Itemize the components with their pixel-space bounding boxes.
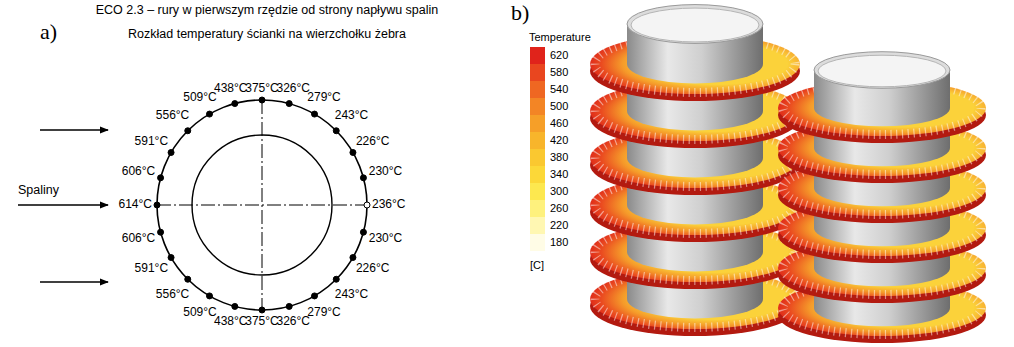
measure-point (232, 101, 238, 107)
temperature-value: 226°C (356, 262, 390, 275)
temperature-value: 438°C (214, 82, 248, 95)
measure-point (168, 255, 174, 261)
tube (778, 52, 986, 343)
temperature-value: 279°C (307, 91, 341, 104)
measure-point (232, 303, 238, 309)
measure-point (158, 229, 164, 235)
measure-point (364, 202, 370, 208)
colorbar-swatch (530, 115, 545, 132)
tube-bore (631, 8, 759, 42)
temperature-value: 556°C (156, 288, 190, 301)
colorbar-tick: 540 (550, 83, 568, 95)
tube-circle (192, 135, 332, 275)
temperature-value: 243°C (335, 109, 369, 122)
temperature-value: 243°C (335, 288, 369, 301)
colorbar-tick: 180 (550, 236, 568, 248)
colorbar-tick: 620 (550, 49, 568, 61)
figure-title: ECO 2.3 – rury w pierwszym rzędzie od st… (96, 4, 439, 18)
colorbar-swatch (530, 234, 545, 251)
flow-arrow (18, 204, 108, 205)
temperature-value: 509°C (183, 306, 217, 319)
temperature-value: 326°C (276, 82, 310, 95)
finned-tubes (590, 5, 986, 343)
colorbar-tick: 460 (550, 117, 568, 129)
colorbar-swatch (530, 200, 545, 217)
colorbar-swatch (530, 132, 545, 149)
colorbar-tick: 260 (550, 202, 568, 214)
temperature-value: 606°C (122, 232, 156, 245)
tube-bore (818, 55, 946, 87)
flow-arrow (40, 281, 108, 282)
measure-point (286, 101, 292, 107)
panel-label: a) (40, 20, 57, 44)
temperature-value: 375°C (245, 82, 279, 95)
measure-point (158, 175, 164, 181)
colorbar-swatch (530, 64, 545, 81)
measure-point (168, 150, 174, 156)
measure-point (286, 303, 292, 309)
measure-point (259, 97, 265, 103)
temperature-value: 326°C (276, 315, 310, 328)
measure-point (350, 150, 356, 156)
temperature-value: 591°C (135, 135, 169, 148)
flow-arrow (40, 129, 108, 130)
colorbar-title: Temperature (529, 31, 591, 43)
temperature-value: 230°C (369, 165, 403, 178)
temperature-value: 606°C (122, 165, 156, 178)
measure-point (154, 202, 160, 208)
unit-label: [C] (530, 259, 544, 271)
colorbar-swatch (530, 149, 545, 166)
measure-point (333, 276, 339, 282)
colorbar-tick: 420 (550, 134, 568, 146)
temperature-value: 556°C (156, 109, 190, 122)
colorbar-tick: 300 (550, 185, 568, 197)
tube-end (814, 52, 950, 89)
temperature-value: 509°C (183, 91, 217, 104)
colorbar-tick: 380 (550, 151, 568, 163)
centre-line (262, 100, 263, 310)
measure-point (185, 128, 191, 134)
colorbar-swatch (530, 166, 545, 183)
temperature-value: 438°C (214, 315, 248, 328)
colorbar-swatch (530, 47, 545, 64)
temperature-value: 375°C (245, 315, 279, 328)
fin-tip-circle (157, 100, 367, 310)
measure-point (350, 255, 356, 261)
measure-point (207, 293, 213, 299)
tube (590, 5, 800, 336)
temperature-value: 236°C (372, 198, 406, 211)
colorbar-swatch (530, 183, 545, 200)
measure-point (312, 293, 318, 299)
flow-label: Spaliny (18, 184, 59, 198)
colorbar-swatch (530, 98, 545, 115)
measure-point (207, 111, 213, 117)
temperature-value: 230°C (369, 232, 403, 245)
colorbar-tick: 580 (550, 66, 568, 78)
temperature-value: 614°C (119, 198, 153, 211)
measure-point (360, 229, 366, 235)
measure-point (259, 307, 265, 313)
colorbar-tick: 220 (550, 219, 568, 231)
temperature-value: 279°C (307, 306, 341, 319)
colorbar-tick: 340 (550, 168, 568, 180)
figure-subtitle: Rozkład temperatury ścianki na wierzchoł… (128, 28, 406, 42)
temperature-value: 591°C (135, 262, 169, 275)
measure-point (333, 128, 339, 134)
tube-end (627, 5, 763, 44)
colorbar-swatch (530, 81, 545, 98)
measure-point (185, 276, 191, 282)
colorbar-swatch (530, 217, 545, 234)
temperature-value: 226°C (356, 135, 390, 148)
panel-label: b) (511, 1, 529, 25)
measure-point (360, 175, 366, 181)
colorbar-tick: 500 (550, 100, 568, 112)
section-drawing (18, 97, 370, 313)
measure-point (312, 111, 318, 117)
